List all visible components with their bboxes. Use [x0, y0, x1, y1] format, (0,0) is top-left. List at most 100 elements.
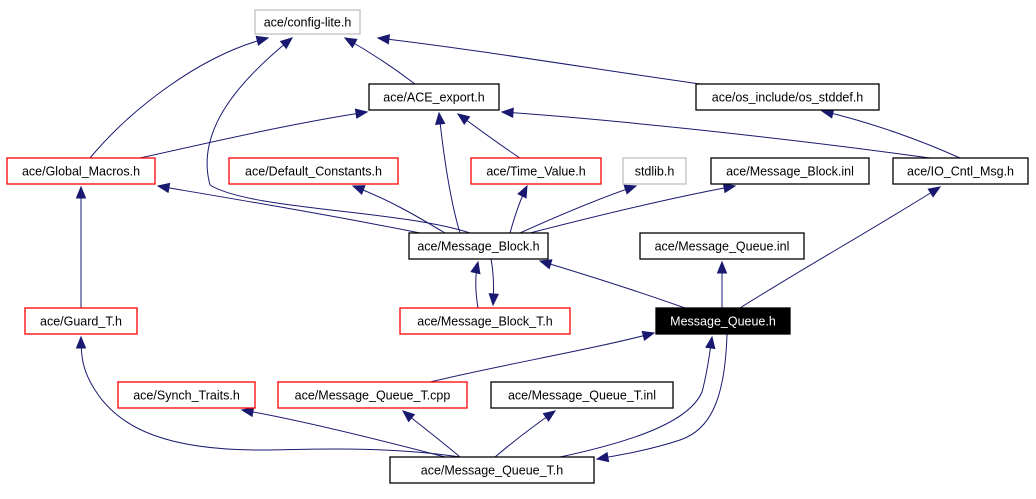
node-box[interactable] [24, 307, 138, 335]
node-label: ace/Guard_T.h [40, 315, 122, 329]
node-box[interactable] [639, 232, 805, 260]
edge-io-cntl-msg-to-ace-export [500, 107, 931, 159]
arrowhead-icon [351, 185, 366, 195]
node-message-queue-t-inl[interactable]: ace/Message_Queue_T.inl [490, 381, 674, 409]
arrowhead-icon [722, 182, 737, 194]
edge-message-queue-t-to-message-queue [559, 335, 716, 458]
arrowhead-icon [517, 184, 528, 199]
node-label: ace/Message_Block_T.h [417, 315, 553, 329]
arrowhead-icon [641, 330, 656, 342]
node-message-queue-t-cpp[interactable]: ace/Message_Queue_T.cpp [277, 381, 468, 409]
edge-global-macros-to-config-lite [89, 35, 270, 159]
nodes-layer: ace/config-lite.h ace/ACE_export.h ace/os_… [6, 9, 1029, 484]
arrowhead-icon [156, 182, 171, 194]
node-time-value[interactable]: ace/Time_Value.h [470, 157, 602, 185]
node-guard-t[interactable]: ace/Guard_T.h [24, 307, 138, 335]
edge-message-block-to-global-macros [156, 182, 421, 234]
node-label: ace/Message_Queue_T.h [421, 464, 564, 478]
arrowhead-icon [538, 259, 553, 270]
edge-line [139, 111, 368, 159]
node-box[interactable] [490, 381, 674, 409]
arrowhead-icon [343, 37, 358, 49]
node-label: ace/Message_Block.inl [726, 165, 854, 179]
edges-layer [75, 34, 961, 463]
node-message-queue-t[interactable]: ace/Message_Queue_T.h [389, 456, 595, 484]
node-label: ace/Default_Constants.h [245, 165, 382, 179]
node-box[interactable] [254, 9, 361, 35]
arrowhead-icon [435, 111, 446, 125]
node-label: ace/IO_Cntl_Msg.h [907, 165, 1014, 179]
node-box[interactable] [710, 157, 870, 185]
node-label: ace/os_include/os_stddef.h [712, 91, 864, 105]
edge-line [529, 185, 736, 234]
arrowhead-icon [75, 335, 87, 349]
node-box[interactable] [655, 307, 791, 335]
edge-message-queue-to-io-cntl-msg [739, 186, 942, 309]
node-box[interactable] [117, 381, 256, 409]
arrowhead-icon [488, 293, 499, 307]
node-box[interactable] [695, 83, 880, 111]
node-global-macros[interactable]: ace/Global_Macros.h [6, 157, 156, 185]
node-ace-export[interactable]: ace/ACE_export.h [368, 83, 500, 111]
node-message-block-inl[interactable]: ace/Message_Block.inl [710, 157, 870, 185]
edge-message-queue-to-message-queue-t [595, 333, 728, 463]
node-stdlib[interactable]: stdlib.h [622, 157, 687, 185]
arrowhead-icon [401, 410, 416, 423]
node-synch-traits[interactable]: ace/Synch_Traits.h [117, 381, 256, 409]
edge-message-queue-t-to-message-queue-t-cpp [401, 410, 461, 458]
edge-line [352, 185, 446, 234]
arrowhead-icon [279, 37, 294, 50]
node-message-block[interactable]: ace/Message_Block.h [408, 232, 549, 260]
node-box[interactable] [368, 83, 500, 111]
arrowhead-icon [716, 260, 728, 274]
arrowhead-icon [623, 184, 638, 195]
arrowhead-icon [354, 108, 369, 119]
node-label: ace/config-lite.h [264, 16, 352, 30]
edge-line [821, 110, 961, 159]
edge-line [739, 186, 941, 309]
node-box[interactable] [892, 157, 1029, 185]
node-label: ace/Message_Block.h [417, 240, 539, 254]
node-message-queue[interactable]: Message_Queue.h [655, 307, 791, 335]
arrowhead-icon [470, 260, 481, 275]
node-label: ace/Message_Queue_T.cpp [295, 389, 451, 403]
node-config-lite[interactable]: ace/config-lite.h [254, 9, 361, 35]
node-default-constants[interactable]: ace/Default_Constants.h [228, 157, 399, 185]
edge-message-block-to-config-lite [206, 37, 471, 234]
arrowhead-icon [240, 406, 255, 418]
edge-message-queue-t-to-synch-traits [240, 406, 446, 458]
edge-guard-t-to-global-macros [75, 185, 87, 308]
node-box[interactable] [228, 157, 399, 185]
arrowhead-icon [542, 410, 557, 422]
edge-line [241, 409, 446, 458]
node-box[interactable] [470, 157, 602, 185]
edge-message-block-to-stdlib [519, 184, 638, 234]
node-box[interactable] [277, 381, 468, 409]
arrowhead-icon [75, 185, 87, 199]
arrowhead-icon [500, 107, 514, 119]
node-label: ace/Synch_Traits.h [133, 389, 240, 403]
edge-message-block-t-to-message-block [470, 260, 481, 309]
edge-ace-export-to-config-lite [343, 37, 416, 85]
node-box[interactable] [622, 157, 687, 185]
arrowhead-icon [376, 34, 391, 45]
edge-os-stddef-to-config-lite [376, 34, 701, 85]
node-io-cntl-msg[interactable]: ace/IO_Cntl_Msg.h [892, 157, 1029, 185]
edge-line [157, 185, 421, 234]
node-box[interactable] [408, 232, 549, 260]
node-box[interactable] [399, 307, 571, 335]
node-box[interactable] [6, 157, 156, 185]
node-os-stddef[interactable]: ace/os_include/os_stddef.h [695, 83, 880, 111]
node-message-block-t[interactable]: ace/Message_Block_T.h [399, 307, 571, 335]
node-box[interactable] [389, 456, 595, 484]
edge-message-queue-t-to-message-queue-t-inl [494, 410, 557, 458]
edge-message-block-to-ace-export [435, 111, 461, 234]
edge-line [559, 336, 713, 458]
node-label: ace/Message_Queue.inl [655, 240, 790, 254]
edge-line [501, 111, 931, 159]
arrowhead-icon [255, 35, 270, 46]
arrowhead-icon [927, 186, 942, 198]
node-message-queue-inl[interactable]: ace/Message_Queue.inl [639, 232, 805, 260]
node-label: ace/Time_Value.h [486, 165, 585, 179]
